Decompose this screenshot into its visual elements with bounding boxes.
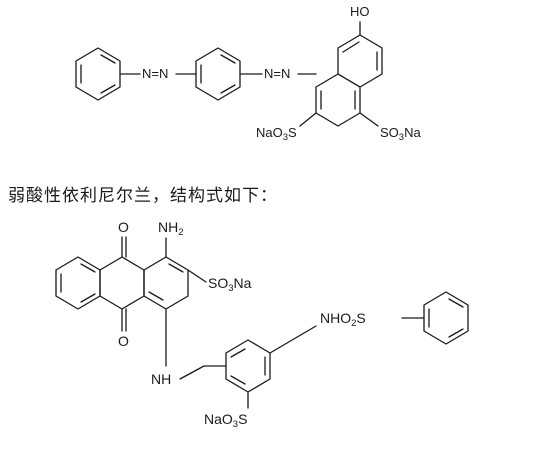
azo1-label: N=N [142, 66, 168, 81]
sulfonamide-label: NHO2S [320, 310, 366, 329]
hydroxyl-label: HO [350, 4, 370, 19]
anthraquinone-center-ring [99, 256, 145, 310]
azo2-label: N=N [264, 66, 290, 81]
structure-2: O O NH2 SO3Na NH NaO3S [55, 219, 469, 430]
phenyl-ring-right [423, 291, 469, 345]
naphthalene [315, 34, 383, 127]
nh-link-label: NH [151, 371, 171, 387]
phenyl-ring-lower [225, 339, 271, 393]
azo-group-1: N=N [142, 66, 168, 81]
azo-group-2: N=N [264, 66, 290, 81]
sulfonate-bottom-label: NaO3S [204, 411, 247, 430]
sulfonate-left-label: NaO3S [256, 125, 297, 143]
carbonyl-bottom: O [118, 333, 129, 349]
caption-text: 弱酸性依利尼尔兰，结构式如下： [8, 186, 278, 206]
amino-label: NH2 [158, 219, 184, 238]
anthraquinone-right-ring [143, 256, 189, 310]
carbonyl-top: O [118, 219, 129, 235]
phenyl-ring-1 [75, 47, 121, 101]
sulfonate-top-label: SO3Na [208, 275, 252, 294]
structure-1: N=N N=N HO [75, 4, 421, 143]
sulfonate-right-label: SO3Na [380, 125, 421, 143]
phenyl-ring-2 [195, 47, 241, 101]
anthraquinone-left-ring [55, 256, 101, 310]
